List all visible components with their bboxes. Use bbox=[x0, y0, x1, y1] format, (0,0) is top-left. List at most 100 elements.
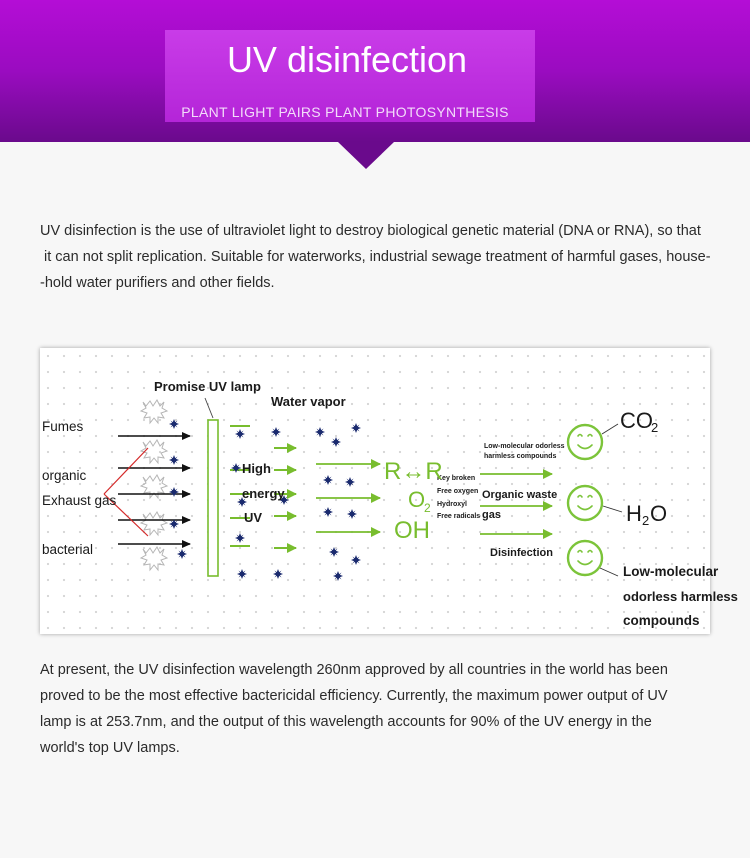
h2o-formula-o: O bbox=[650, 501, 667, 526]
smiley-pointers bbox=[599, 423, 623, 577]
h2o-pointer bbox=[602, 505, 623, 513]
water-vapor-label: Water vapor bbox=[271, 394, 346, 409]
red-line-upper bbox=[103, 447, 149, 495]
smiley-mouth bbox=[577, 505, 593, 511]
uv-process-diagram: Promise UV lamp Water vapor High energy … bbox=[40, 348, 710, 634]
outro-line: proved to be the most effective bacteric… bbox=[40, 688, 668, 704]
co2-subscript: 2 bbox=[651, 420, 658, 435]
fume-puff-5 bbox=[139, 546, 169, 572]
fume-puff-1 bbox=[139, 399, 169, 425]
diagram-small-labels: Low-molecular odorless harmless compound… bbox=[437, 443, 565, 520]
outro-paragraph: At present, the UV disinfection waveleng… bbox=[40, 657, 668, 761]
star bbox=[333, 571, 343, 581]
smiley-mouth bbox=[577, 444, 593, 450]
radical-stars bbox=[169, 419, 361, 581]
fumes-label: Fumes bbox=[42, 419, 84, 434]
input-arrows bbox=[118, 432, 191, 548]
uv-lamp-pointer bbox=[204, 397, 214, 419]
star bbox=[271, 427, 281, 437]
low-mol-small-2: harmless compounds bbox=[484, 453, 556, 460]
smiley-icon bbox=[566, 484, 604, 522]
smiley-eyes bbox=[577, 549, 593, 553]
outro-line: world's top UV lamps. bbox=[40, 740, 180, 756]
co2-pointer bbox=[601, 423, 619, 435]
promise-uv-lamp-label: Promise UV lamp bbox=[154, 379, 261, 394]
h2o-subscript: 2 bbox=[642, 513, 649, 528]
uv-label: UV bbox=[244, 510, 262, 525]
star bbox=[345, 477, 355, 487]
o2-subscript: 2 bbox=[424, 501, 431, 515]
outro-line: lamp is at 253.7nm, and the output of th… bbox=[40, 714, 652, 730]
low-mol-small-1: Low-molecular odorless bbox=[484, 443, 565, 450]
fume-puffs bbox=[139, 399, 169, 572]
smiley-features bbox=[577, 433, 593, 566]
star bbox=[169, 487, 179, 497]
low-molecular-label-3: compounds bbox=[623, 613, 700, 628]
star bbox=[231, 463, 241, 473]
star bbox=[323, 507, 333, 517]
fume-puff-2 bbox=[139, 439, 169, 465]
disinfection-label: Disinfection bbox=[490, 547, 553, 559]
star bbox=[347, 509, 357, 519]
fume-puff-3 bbox=[139, 474, 169, 500]
page-title: UV disinfection bbox=[226, 39, 468, 80]
star bbox=[169, 455, 179, 465]
diagram-green-formulas: R↔R O 2 OH bbox=[384, 458, 443, 544]
organic-waste-gas-label-2: gas bbox=[482, 509, 501, 521]
exhaust-gas-label: Exhaust gas bbox=[42, 493, 117, 508]
h2o-formula-h: H bbox=[626, 501, 642, 526]
low-molecular-label-2: odorless harmless bbox=[623, 589, 738, 604]
outro-line: At present, the UV disinfection waveleng… bbox=[40, 662, 668, 678]
star bbox=[351, 555, 361, 565]
oh-formula: OH bbox=[394, 517, 430, 544]
free-radicals-label: Free radicals bbox=[437, 513, 480, 520]
co2-formula: CO bbox=[620, 408, 653, 433]
compounds-pointer bbox=[599, 567, 619, 577]
star bbox=[329, 547, 339, 557]
star bbox=[235, 533, 245, 543]
star bbox=[235, 429, 245, 439]
intro-line: -hold water purifiers and other fields. bbox=[40, 275, 275, 291]
smiley-mouth bbox=[577, 560, 593, 566]
uv-ray-arrows bbox=[230, 425, 297, 553]
banner-pointer bbox=[338, 142, 394, 169]
star bbox=[331, 437, 341, 447]
diagram-bold-labels: Promise UV lamp Water vapor High energy … bbox=[154, 379, 557, 559]
smiley-eyes bbox=[577, 433, 593, 437]
smiley-eyes bbox=[577, 494, 593, 498]
smiley-faces bbox=[566, 423, 604, 577]
star bbox=[351, 423, 361, 433]
intro-line: UV disinfection is the use of ultraviole… bbox=[40, 223, 701, 239]
star bbox=[169, 519, 179, 529]
star bbox=[323, 475, 333, 485]
diagram-product-formulas: CO 2 H 2 O bbox=[620, 408, 667, 528]
red-line-lower bbox=[103, 493, 149, 537]
smiley-icon bbox=[566, 423, 604, 461]
process-arrows bbox=[316, 459, 553, 539]
bacterial-label: bacterial bbox=[42, 542, 93, 557]
star bbox=[177, 549, 187, 559]
diagram-input-labels: Fumes organic Exhaust gas bacterial bbox=[42, 419, 117, 557]
star bbox=[279, 495, 289, 505]
energy-label: energy bbox=[242, 486, 285, 501]
red-connectors bbox=[103, 447, 149, 537]
star bbox=[237, 497, 247, 507]
uv-lamp-tube bbox=[207, 419, 219, 577]
o2-formula: O bbox=[408, 487, 425, 512]
organic-label: organic bbox=[42, 468, 87, 483]
page-subtitle: PLANT LIGHT PAIRS PLANT PHOTOSYNTHESIS bbox=[181, 104, 509, 120]
diagram-svg: Promise UV lamp Water vapor High energy … bbox=[42, 379, 667, 581]
star bbox=[273, 569, 283, 579]
hydroxyl-label: Hydroxyl bbox=[437, 501, 467, 508]
star bbox=[237, 569, 247, 579]
free-oxygen-label: Free oxygen bbox=[437, 488, 478, 495]
star bbox=[169, 419, 179, 429]
star bbox=[315, 427, 325, 437]
smiley-icon bbox=[566, 539, 604, 577]
low-molecular-label-1: Low-molecular bbox=[623, 564, 719, 579]
key-broken-label: Key broken bbox=[437, 475, 475, 482]
fume-puff-4 bbox=[139, 511, 169, 537]
organic-waste-gas-label-1: Organic waste bbox=[482, 489, 557, 501]
title-box bbox=[165, 30, 535, 122]
intro-line: it can not split replication. Suitable f… bbox=[40, 249, 711, 265]
